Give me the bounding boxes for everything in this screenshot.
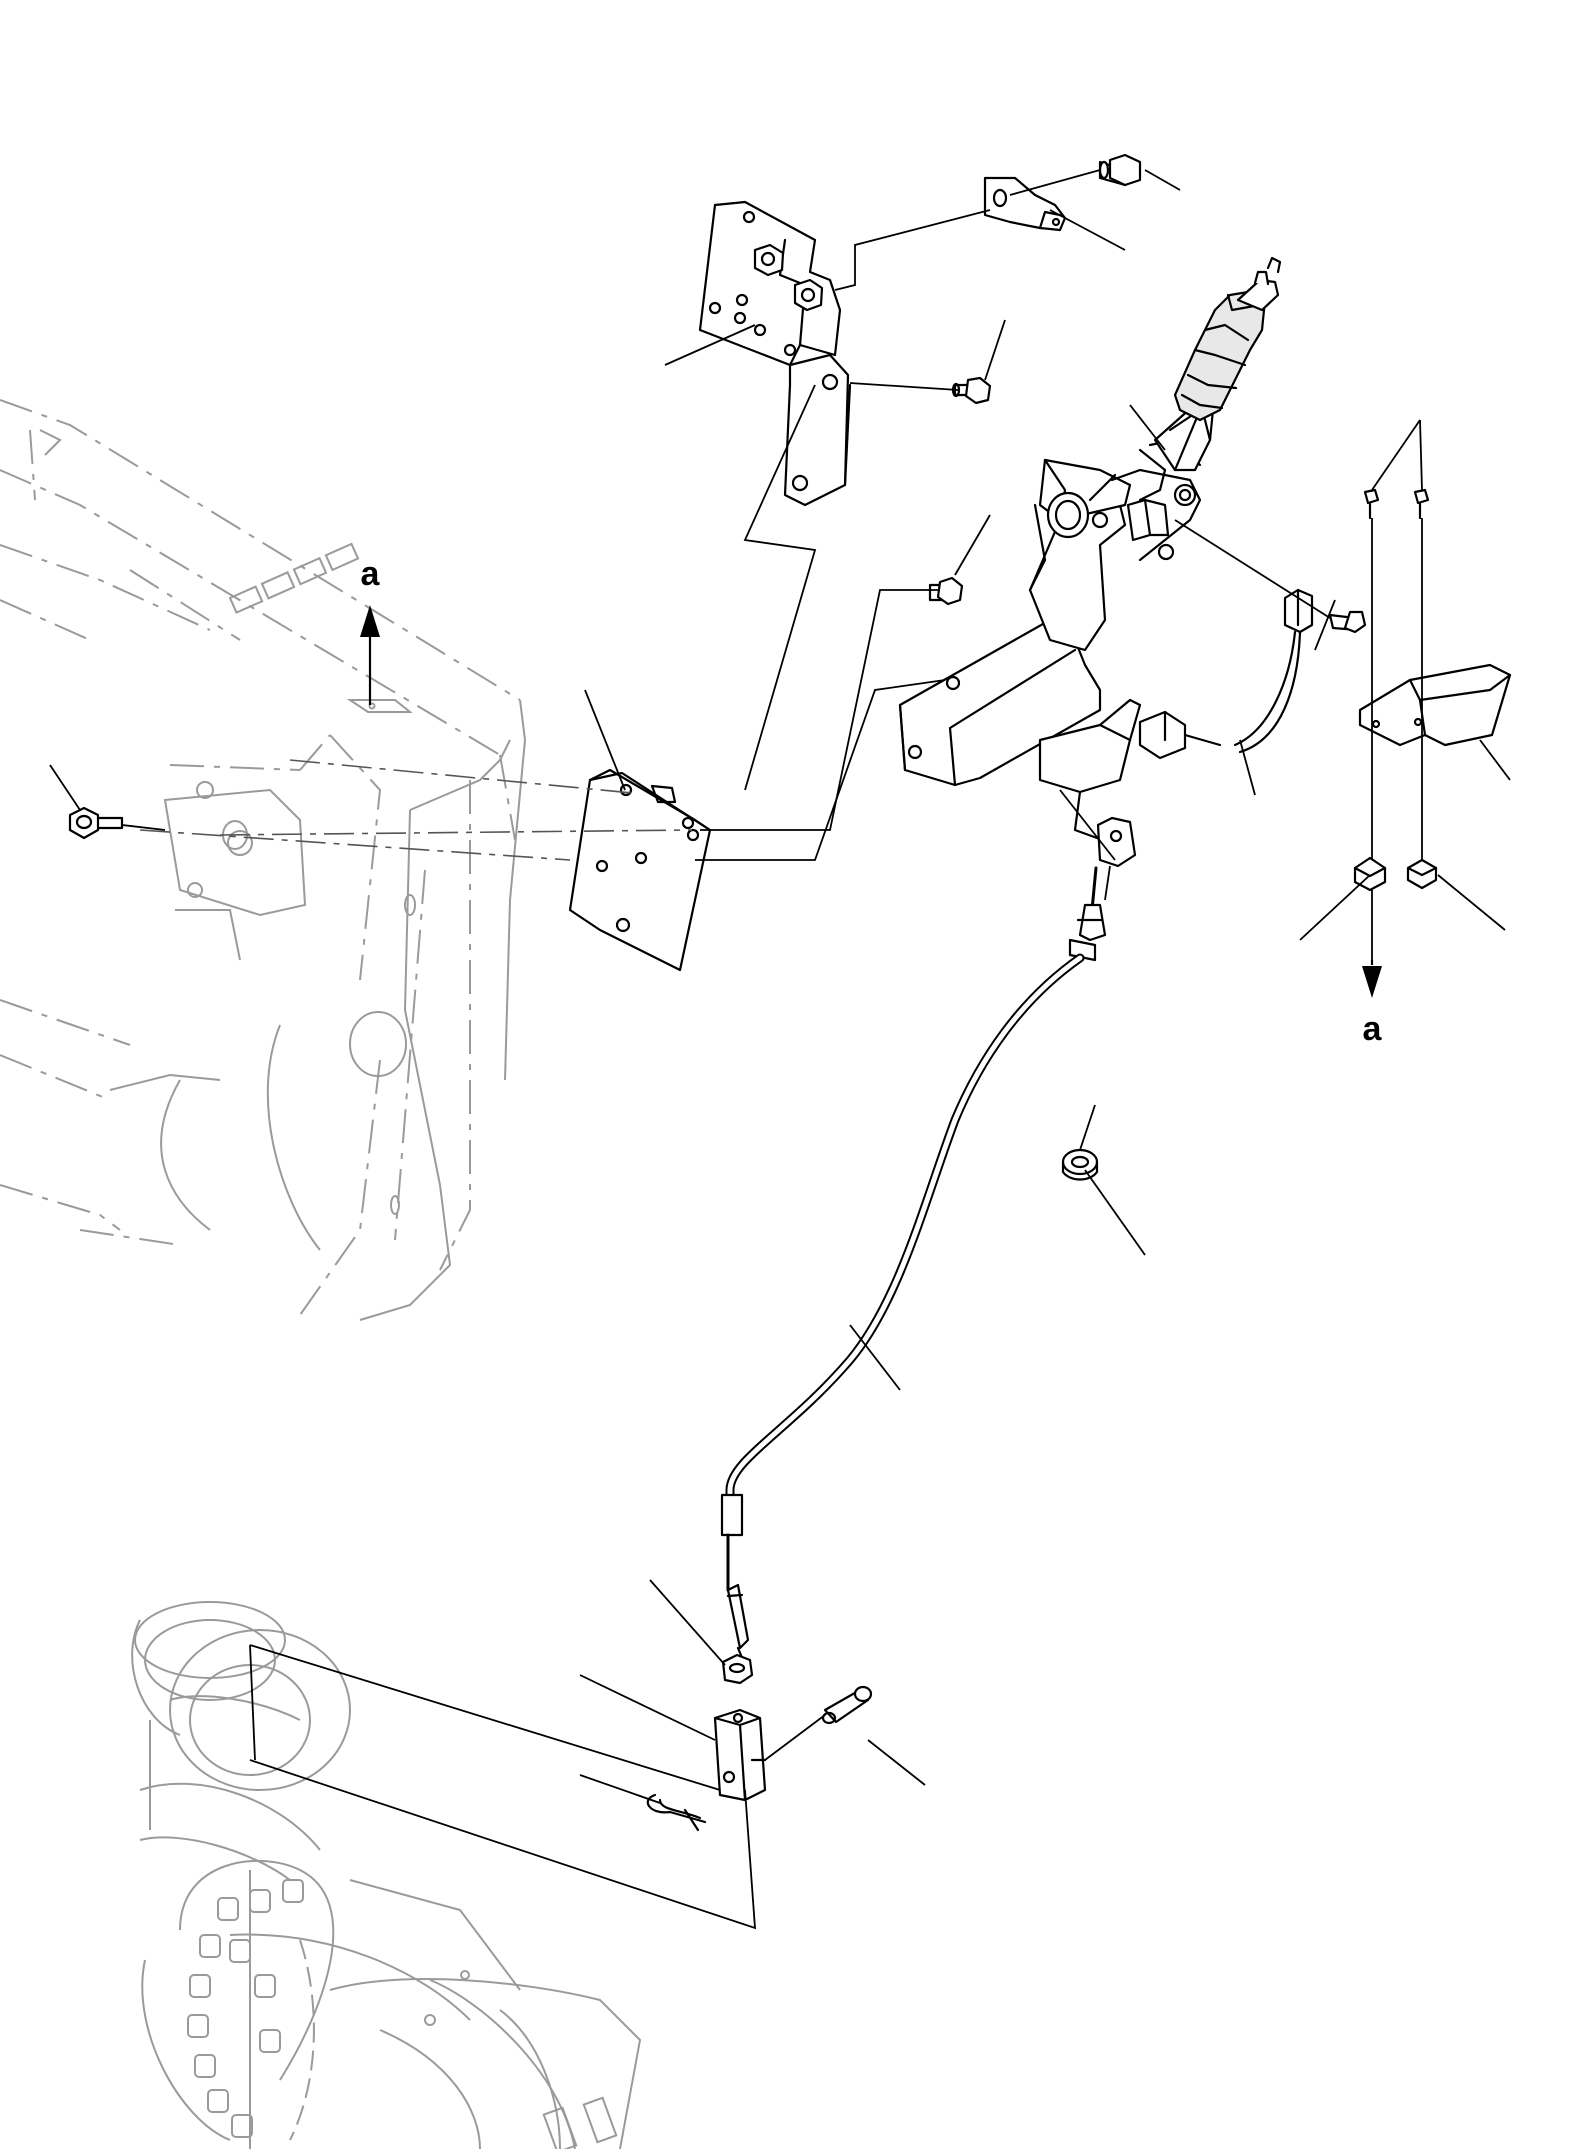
frame-bolt (68, 806, 124, 840)
bolt-top (1098, 153, 1142, 187)
switch-pin (1328, 610, 1367, 634)
vehicle-frame-phantom (0, 399, 527, 1321)
arrow-a-down: a (1362, 960, 1383, 1048)
arrow-a-up: a (360, 555, 381, 705)
upper-bracket-plate (698, 200, 842, 367)
angle-bracket-top (983, 176, 1067, 232)
clevis-yoke (713, 1708, 767, 1802)
arrow-label-down: a (1363, 1010, 1383, 1048)
cover-clips (1353, 856, 1438, 892)
bolt-mid-upper (951, 376, 992, 405)
clevis-pin (821, 1685, 873, 1725)
main-parts (68, 153, 1512, 1832)
bolt-lever-base (928, 576, 964, 606)
cotter-pin (646, 1793, 707, 1832)
cable-nut (721, 1653, 754, 1685)
lower-mounting-plate (568, 768, 712, 972)
limit-switch-harness (1138, 588, 1314, 760)
cover-screws (1363, 488, 1430, 520)
link-plate (783, 353, 852, 507)
cover-plate (1358, 663, 1512, 747)
arrow-label-up: a (361, 555, 381, 593)
brake-cable (720, 816, 1137, 1667)
parking-brake-lever (898, 256, 1282, 852)
axle-hub-phantom (131, 1601, 642, 2149)
leader-lines (49, 169, 1511, 1930)
